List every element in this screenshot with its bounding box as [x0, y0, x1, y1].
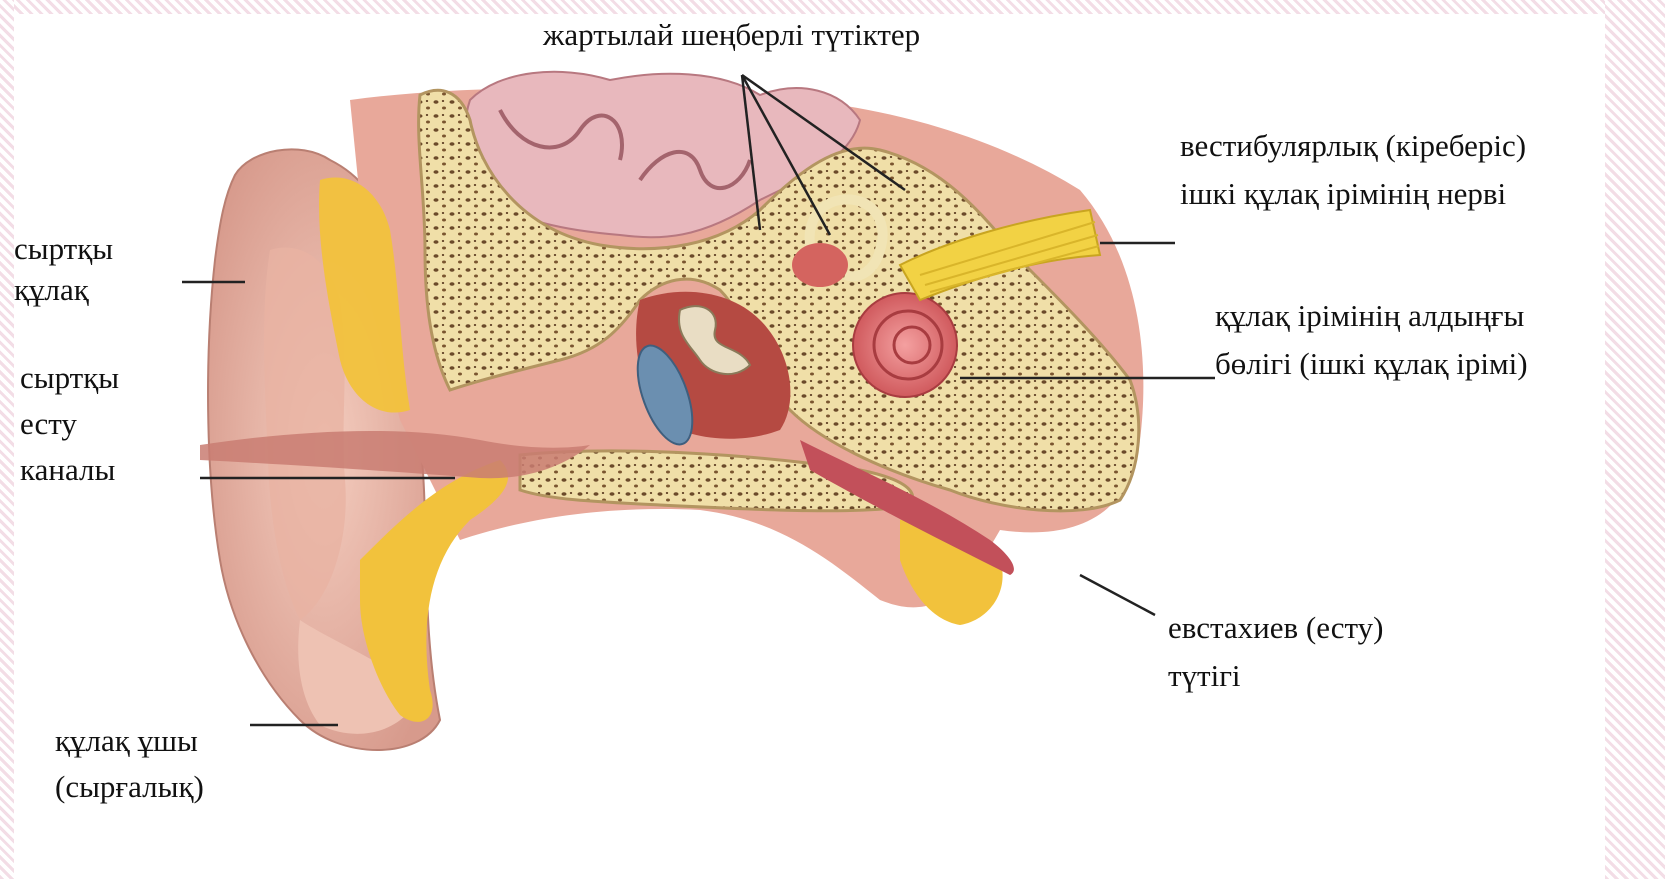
label-line: ішкі құлақ ірімінің нерві [1180, 170, 1526, 218]
label-outer-ear: сыртқы құлақ [14, 228, 113, 310]
label-cochlea: құлақ ірімінің алдыңғы бөлігі (ішкі құла… [1215, 292, 1528, 388]
label-eustachian-tube: евстахиев (есту) түтігі [1168, 604, 1383, 700]
label-line: құлақ ұшы [55, 718, 204, 764]
label-line: есту [20, 401, 119, 447]
label-line: (сырғалық) [55, 764, 204, 810]
label-earlobe: құлақ ұшы (сырғалық) [55, 718, 204, 810]
label-line: жартылай шеңберлі түтіктер [543, 14, 920, 55]
label-vestibular-nerve: вестибулярлық (кіреберіс) ішкі құлақ ірі… [1180, 122, 1526, 218]
label-line: бөлігі (ішкі құлақ ірімі) [1215, 340, 1528, 388]
label-ear-canal: сыртқы есту каналы [20, 355, 119, 493]
label-line: евстахиев (есту) [1168, 604, 1383, 652]
label-line: түтігі [1168, 652, 1383, 700]
label-line: құлақ ірімінің алдыңғы [1215, 292, 1528, 340]
leader-eustachian [1080, 575, 1155, 615]
label-semicircular-canals: жартылай шеңберлі түтіктер [543, 14, 920, 55]
label-line: құлақ [14, 269, 113, 310]
label-line: вестибулярлық (кіреберіс) [1180, 122, 1526, 170]
vestibule [792, 243, 848, 287]
label-line: каналы [20, 447, 119, 493]
label-line: сыртқы [20, 355, 119, 401]
label-line: сыртқы [14, 228, 113, 269]
